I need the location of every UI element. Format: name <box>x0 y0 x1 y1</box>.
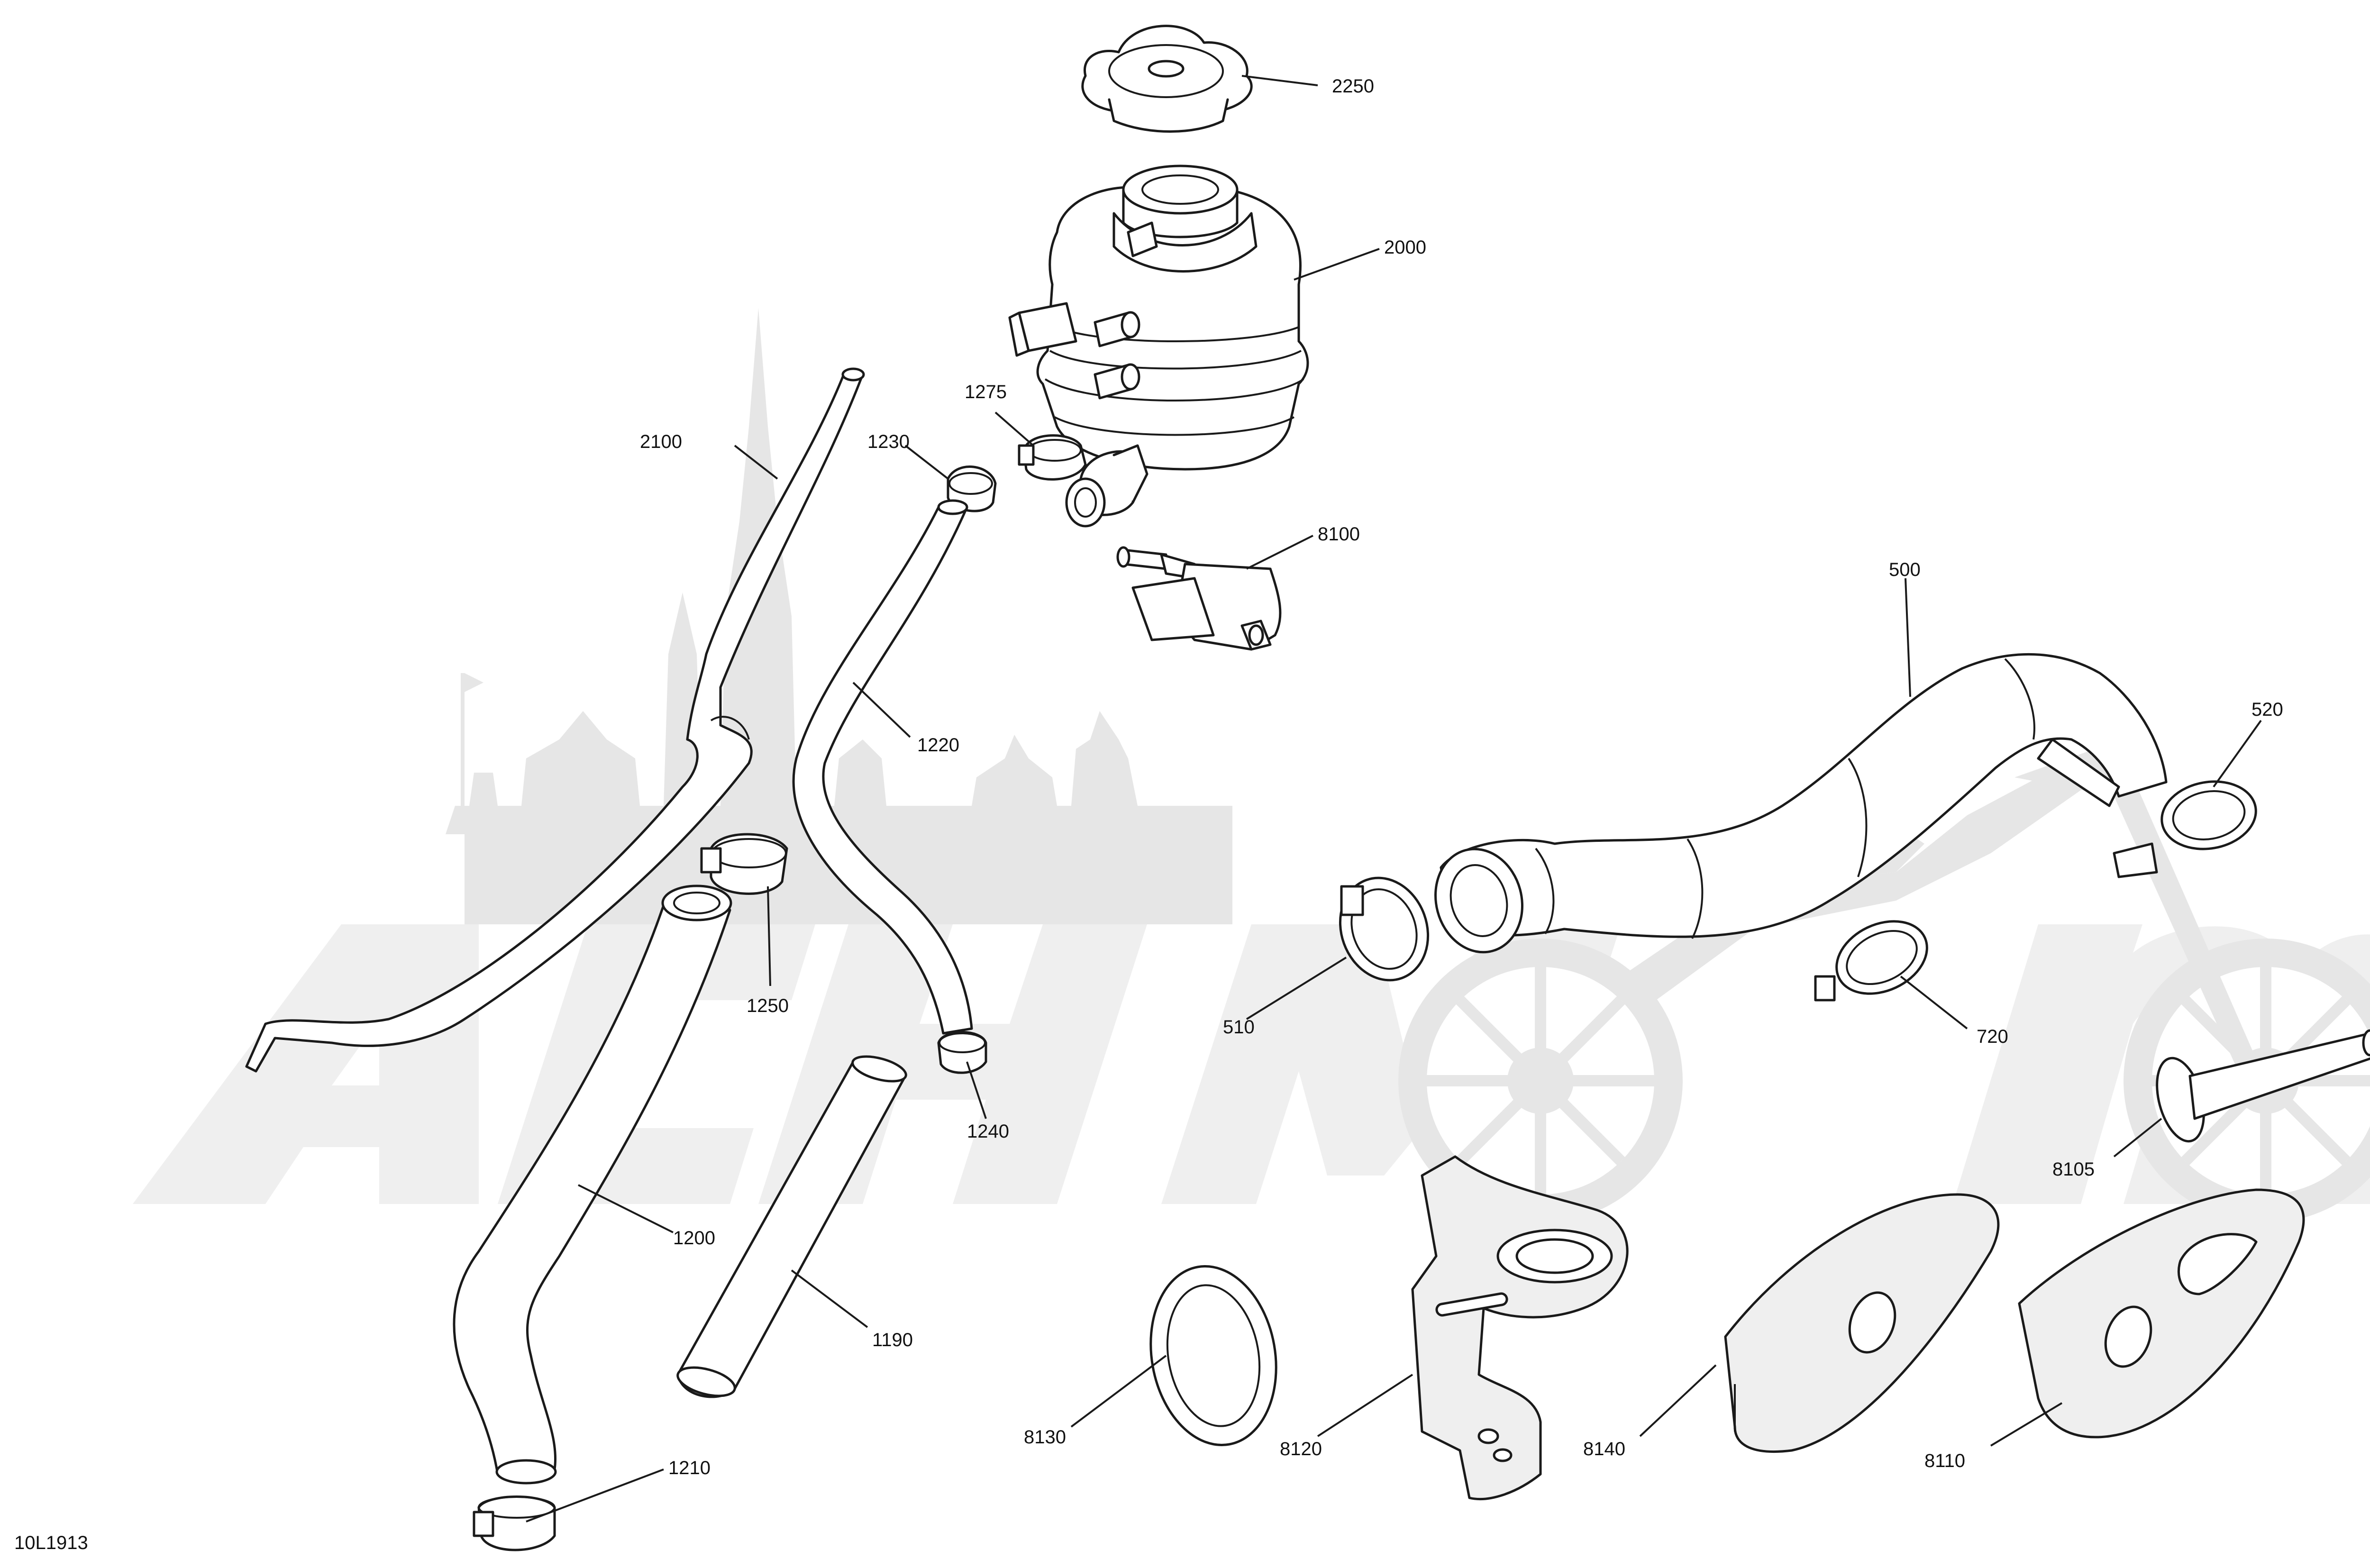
callout-8130: 8130 <box>1024 1427 1066 1448</box>
callout-520: 520 <box>2252 699 2283 720</box>
callout-1190: 1190 <box>872 1330 913 1350</box>
callout-1275: 1275 <box>965 382 1007 402</box>
part-8120-bracket[interactable] <box>1411 1155 1629 1501</box>
callout-1200: 1200 <box>673 1228 715 1249</box>
part-1275-clamp[interactable] <box>1018 434 1087 481</box>
diagram-reference-code: 10L1913 <box>14 1532 88 1553</box>
part-1200-hose[interactable] <box>453 884 732 1485</box>
callout-1240: 1240 <box>967 1121 1009 1142</box>
callout-720: 720 <box>1977 1026 2008 1047</box>
part-520-clamp[interactable] <box>2113 775 2261 878</box>
part-500-hose[interactable] <box>1424 653 2168 962</box>
part-1210-clamp[interactable] <box>473 1495 556 1551</box>
callout-8110: 8110 <box>1924 1450 1965 1471</box>
leader-lines <box>526 75 2262 1522</box>
callout-2250: 2250 <box>1332 76 1374 97</box>
part-1220-hose[interactable] <box>792 499 973 1035</box>
callout-8100: 8100 <box>1318 524 1360 545</box>
part-2000-reservoir[interactable] <box>1008 164 1309 528</box>
callout-500: 500 <box>1889 559 1921 580</box>
callout-8120: 8120 <box>1280 1439 1322 1459</box>
part-1190-sleeve[interactable] <box>675 1052 908 1401</box>
callout-8140: 8140 <box>1583 1439 1625 1459</box>
callout-1230: 1230 <box>867 431 910 452</box>
part-1240-clamp[interactable] <box>937 1031 987 1074</box>
part-2100-hose[interactable] <box>245 367 865 1073</box>
part-8100-valve[interactable] <box>1116 546 1282 651</box>
part-2250-cap[interactable] <box>1081 25 1253 133</box>
part-8140-pad[interactable] <box>1724 1193 2000 1453</box>
part-8105-pin[interactable] <box>2149 1029 2370 1147</box>
callout-2000: 2000 <box>1384 237 1426 258</box>
part-510-clamp[interactable] <box>1326 866 1442 993</box>
callout-1220: 1220 <box>917 735 959 756</box>
part-8130-grommet[interactable] <box>1137 1256 1290 1455</box>
part-8110-pad[interactable] <box>2018 1188 2305 1439</box>
part-1250-clamp[interactable] <box>700 833 788 895</box>
callout-510: 510 <box>1223 1017 1255 1038</box>
callout-2100: 2100 <box>640 431 682 452</box>
part-720-clamp[interactable] <box>1814 907 1939 1007</box>
callout-1210: 1210 <box>668 1458 711 1478</box>
callout-1250: 1250 <box>747 995 789 1016</box>
callout-8105: 8105 <box>2052 1159 2095 1180</box>
callout-labels: 2250 2000 2100 1275 1230 8100 1220 500 5… <box>14 76 2283 1553</box>
